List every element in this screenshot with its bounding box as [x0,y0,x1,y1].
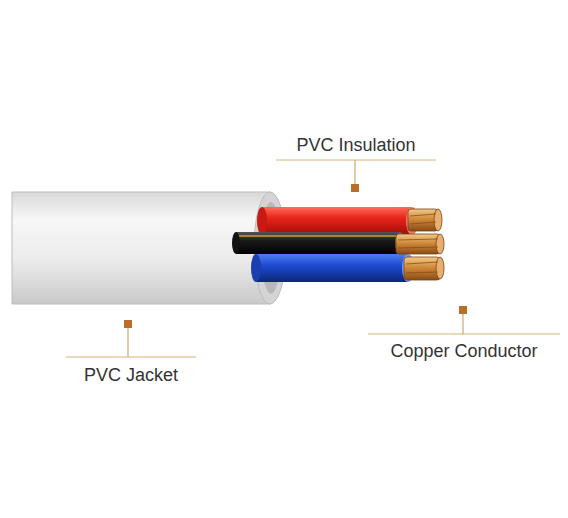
conductor-label: Copper Conductor [390,340,537,362]
jacket-label: PVC Jacket [84,364,178,386]
insulation-label: PVC Insulation [296,134,415,156]
